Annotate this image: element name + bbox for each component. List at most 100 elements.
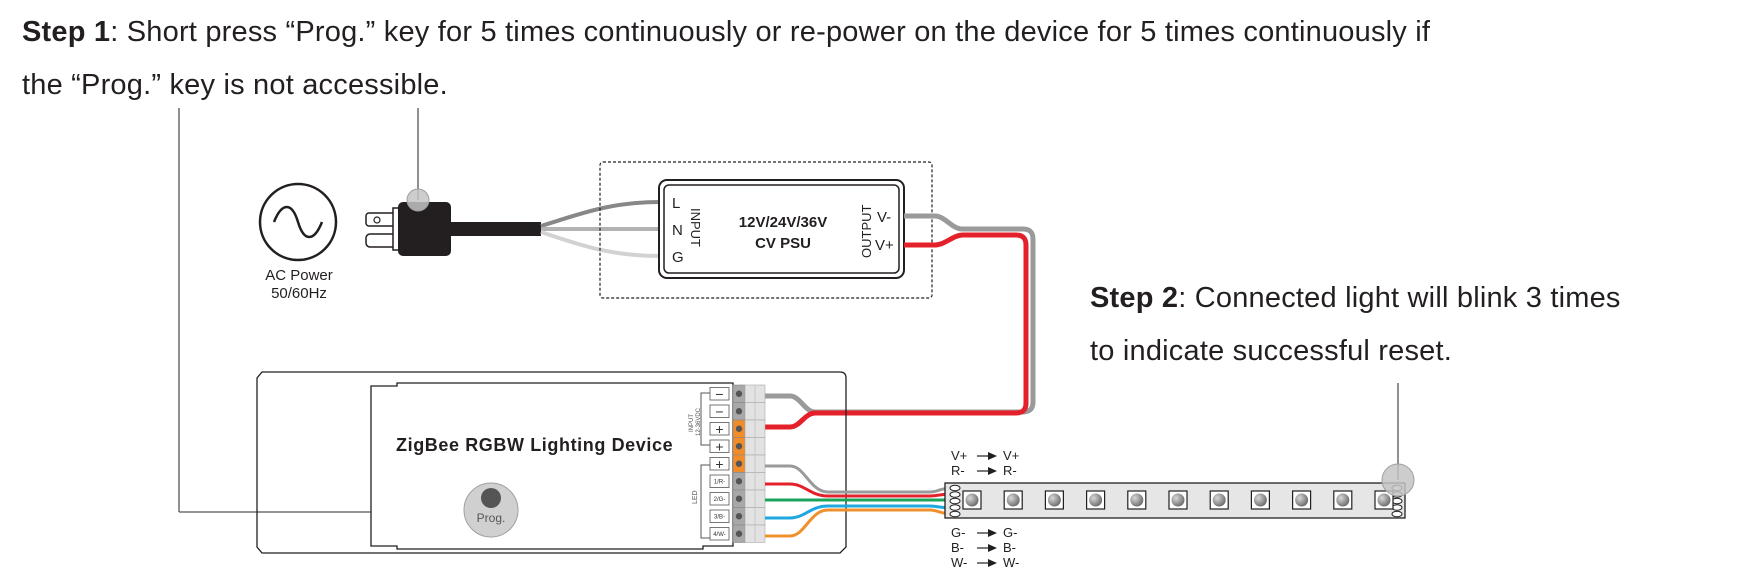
terminal-label-box	[709, 527, 730, 541]
prog-button[interactable]: Prog.	[463, 482, 519, 538]
wire-led-orange	[765, 508, 960, 538]
plug-body	[398, 202, 451, 256]
device-outer-frame	[256, 371, 847, 554]
terminal-screw	[735, 513, 743, 520]
mapping-arrow-icon	[988, 544, 997, 552]
strip-solder-pad	[949, 491, 961, 498]
terminal-label-box	[709, 422, 730, 436]
terminal-labels: −−+++1/R-2/G-3/B-4/W-	[709, 386, 730, 541]
device-inner-frame	[370, 382, 734, 550]
wire-led-red	[765, 482, 960, 498]
mapping-arrow-icon	[988, 529, 997, 537]
step-2-label: Step 2	[1090, 282, 1179, 314]
sine-wave	[272, 205, 324, 239]
terminal-label-box	[709, 474, 730, 488]
prog-button-ring[interactable]	[463, 482, 519, 538]
psu-title-line2: CV PSU	[755, 235, 811, 252]
plug-prong-bottom	[365, 233, 397, 248]
step-1-instruction: Step 1: Short press “Prog.” key for 5 ti…	[22, 6, 1722, 112]
strip-solder-pad	[1391, 510, 1403, 518]
led-lens	[1253, 493, 1267, 507]
led-lens	[1171, 493, 1185, 507]
wire-dc-negative	[760, 213, 1036, 415]
led-strip	[944, 463, 1415, 519]
psu-pin-l: L	[672, 195, 680, 212]
mapping-to: V+	[1003, 448, 1019, 463]
terminal-screw	[735, 390, 743, 397]
terminal-screw	[735, 495, 743, 502]
plug-prong-top	[365, 212, 397, 227]
terminal-label: 4/W-	[713, 532, 726, 538]
terminal-label-box	[709, 387, 730, 401]
prog-button-key[interactable]	[481, 488, 501, 508]
ac-power-label: AC Power	[265, 267, 333, 284]
led-lens	[1336, 493, 1350, 507]
mapping-from: B-	[951, 540, 964, 555]
strip-mapping: V+V+R-R-G-G-B-B-W-W-	[951, 448, 1019, 570]
zigbee-device: ZigBee RGBW Lighting Device Prog. INPUT …	[256, 371, 847, 554]
terminal-label: +	[715, 438, 723, 454]
psu-inner	[663, 184, 900, 274]
step-2-text-line2: to indicate successful reset.	[1090, 335, 1453, 367]
mapping-from: W-	[951, 555, 967, 570]
led-lens	[1377, 493, 1391, 507]
mapping-from: G-	[951, 525, 965, 540]
terminal-label-box	[709, 457, 730, 471]
mapping-from: V+	[951, 448, 967, 463]
led-group-bracket	[700, 464, 710, 539]
terminal-screw	[735, 425, 743, 432]
psu-input-label: INPUT	[688, 208, 703, 247]
prong-hole	[373, 216, 381, 224]
psu-pin-n: N	[672, 222, 683, 239]
mapping-to: B-	[1003, 540, 1016, 555]
strip-solder-pad	[949, 484, 961, 492]
step-2-instruction: Step 2: Connected light will blink 3 tim…	[1090, 272, 1730, 378]
psu-pin-g: G	[672, 249, 684, 266]
plug-callout-dot	[406, 188, 430, 212]
psu-pin-vminus: V-	[877, 209, 891, 226]
mapping-to: G-	[1003, 525, 1017, 540]
led-lens	[1006, 493, 1020, 507]
terminal-block	[732, 384, 766, 543]
led-lens	[1089, 493, 1103, 507]
terminal-label-box	[709, 509, 730, 523]
led-lens	[1295, 493, 1309, 507]
terminal-screw	[735, 443, 743, 450]
psu: L N G INPUT 12V/24V/36V CV PSU OUTPUT V-…	[599, 161, 933, 299]
step-1-label: Step 1	[22, 16, 111, 48]
led-lens	[1130, 493, 1144, 507]
wire-led-vplus	[765, 464, 960, 494]
terminal-label-box	[709, 492, 730, 506]
wire-led-blue	[765, 504, 960, 520]
terminal-label-box	[709, 439, 730, 453]
terminal-label: −	[715, 386, 723, 402]
mapping-from: R-	[951, 463, 965, 478]
mapping-arrow-icon	[988, 467, 997, 475]
mapping-to: R-	[1003, 463, 1017, 478]
ac-sine-icon	[258, 182, 338, 262]
terminal-screw	[735, 408, 743, 415]
wire-l	[540, 200, 661, 228]
terminal-label-box	[709, 404, 730, 418]
input-group-sublabel: 12-36VDC	[696, 407, 702, 436]
terminal-label: 1/R-	[714, 479, 725, 485]
led-lens	[1047, 493, 1061, 507]
prog-button-label: Prog.	[477, 511, 506, 525]
terminal-label: −	[715, 403, 723, 419]
terminal-screw	[735, 530, 743, 537]
device-title: ZigBee RGBW Lighting Device	[396, 435, 673, 455]
strip-solder-pad	[949, 510, 961, 518]
strip-callout-dot	[1381, 463, 1415, 497]
terminal-screw	[735, 460, 743, 467]
led-group-label: LED	[692, 490, 699, 504]
step-1-text-line1: : Short press “Prog.” key for 5 times co…	[110, 16, 1431, 48]
step-1-text-line2: the “Prog.” key is not accessible.	[22, 69, 448, 101]
psu-pin-vplus: V+	[875, 237, 894, 254]
psu-output-label: OUTPUT	[859, 205, 874, 259]
strip-leds	[962, 490, 1394, 510]
wire-g	[540, 230, 661, 258]
mapping-arrow-icon	[988, 559, 997, 567]
led-lens	[1212, 493, 1226, 507]
terminal-screw	[735, 478, 743, 485]
